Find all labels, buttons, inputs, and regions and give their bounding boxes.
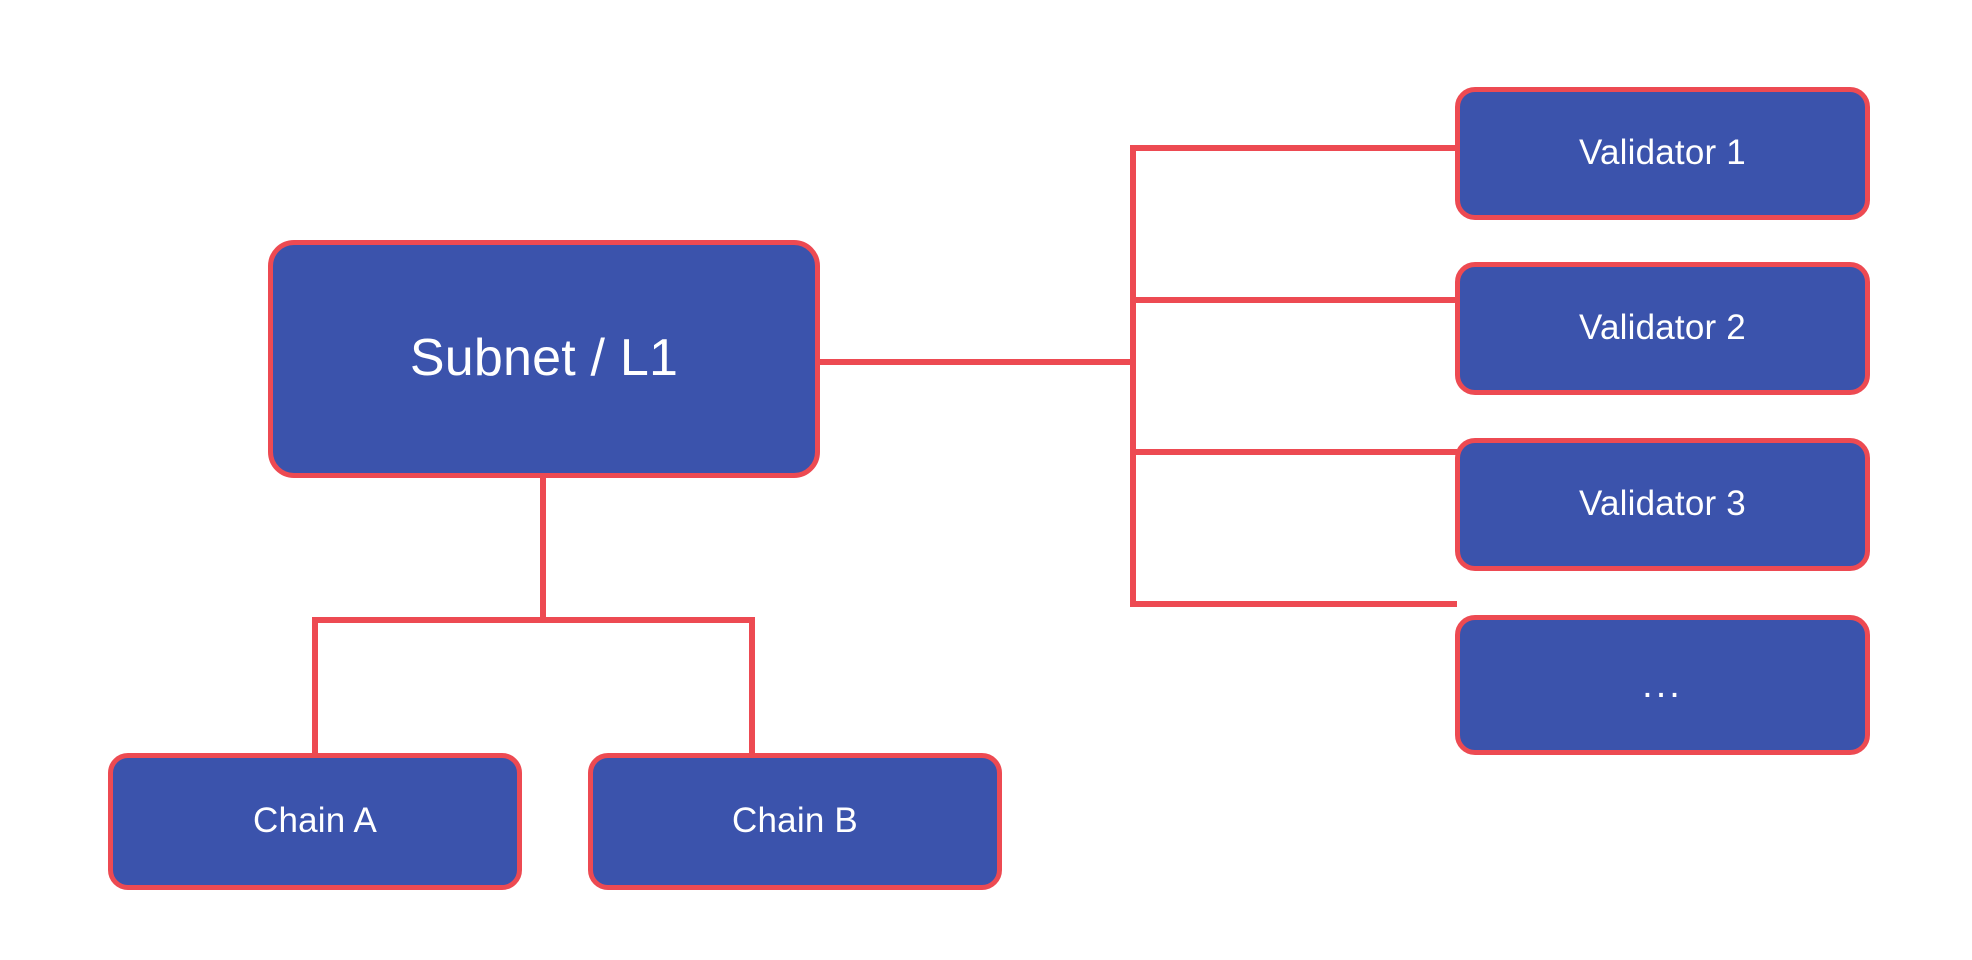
node-chain-a-label: Chain A (253, 801, 377, 841)
node-validator-ellipsis-label: ... (1642, 663, 1683, 706)
node-subnet-l1[interactable]: Subnet / L1 (268, 240, 820, 478)
node-validator-1[interactable]: Validator 1 (1455, 87, 1870, 220)
node-validator-ellipsis[interactable]: ... (1455, 615, 1870, 755)
node-validator-2[interactable]: Validator 2 (1455, 262, 1870, 395)
node-validator-3[interactable]: Validator 3 (1455, 438, 1870, 571)
node-validator-1-label: Validator 1 (1579, 133, 1746, 173)
node-chain-b[interactable]: Chain B (588, 753, 1002, 890)
node-chain-b-label: Chain B (732, 801, 858, 841)
node-validator-3-label: Validator 3 (1579, 484, 1746, 524)
node-chain-a[interactable]: Chain A (108, 753, 522, 890)
node-subnet-l1-label: Subnet / L1 (409, 329, 679, 388)
node-validator-2-label: Validator 2 (1579, 308, 1746, 348)
